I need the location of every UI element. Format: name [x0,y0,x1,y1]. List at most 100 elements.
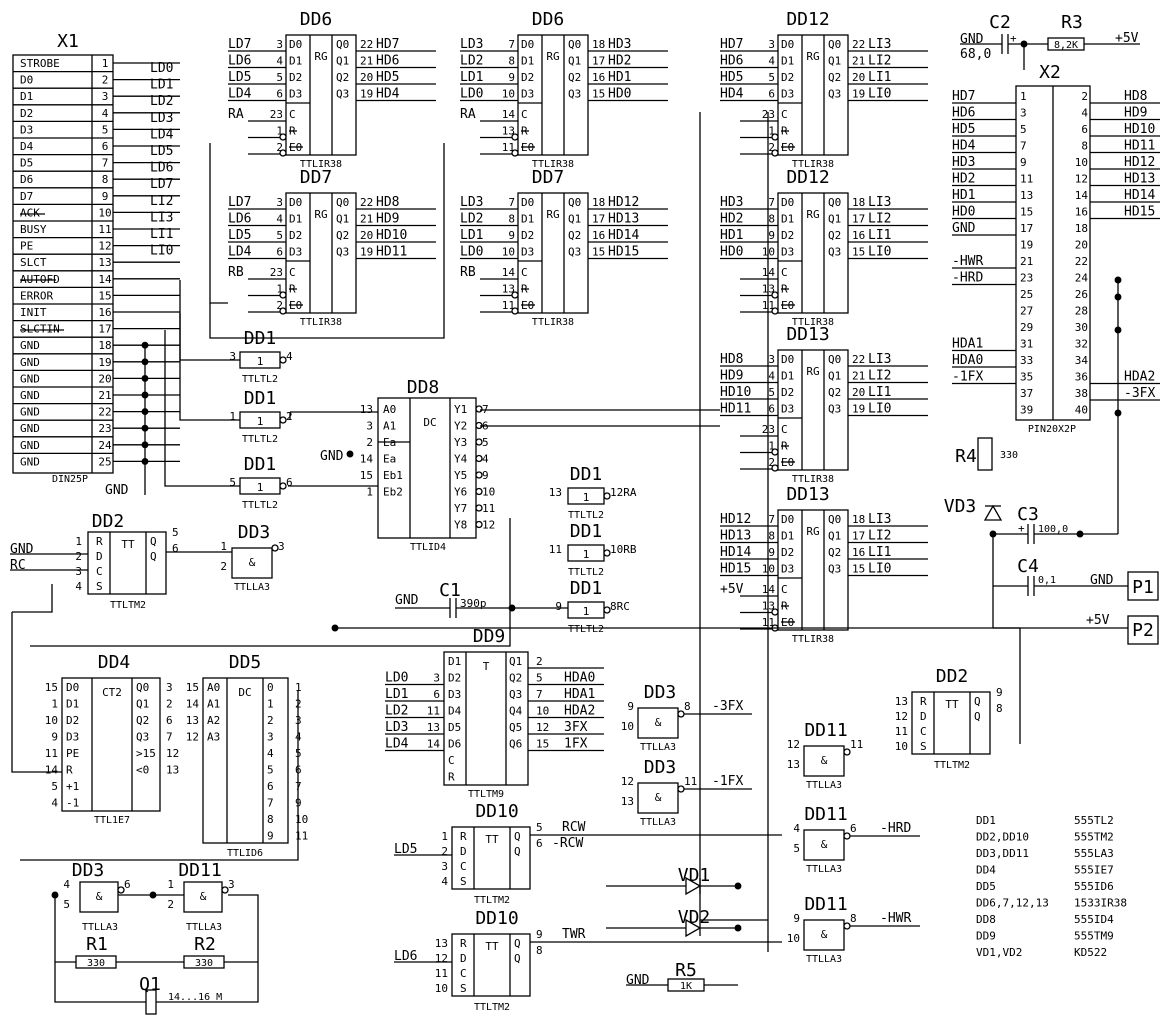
dd4-pin-name: <0 [136,764,149,777]
register-pin-number: 3 [276,38,283,51]
dd9-pin-number: 2 [536,655,543,668]
dd4-pin-number: 1 [51,698,58,711]
and-gate-title: DD11 [804,804,847,825]
register-input-net: HD1 [720,228,743,243]
register-pin-name: Q2 [828,386,841,399]
register-pin-name: Q0 [336,196,349,209]
dd4-pin-number: 15 [45,681,58,694]
dd8-in-name: Eb1 [383,469,403,482]
dd9-out-net: 1FX [564,737,588,752]
register-pin-name: Q2 [336,71,349,84]
inversion-bubble [279,149,287,157]
dd3-name: TTLLA3 [234,582,270,593]
register-type: RG [806,208,819,221]
dd5-pin-name: A1 [207,698,220,711]
dd4-pin-number: 4 [51,797,58,810]
inversion-bubble [843,832,851,840]
and-gate-name: TTLLA3 [640,817,676,828]
dd5-pin-name: 3 [267,731,274,744]
dd1-pin: 10RB [610,543,637,556]
x1-row-label: D4 [20,140,34,153]
register-pin-number: 4 [276,55,283,68]
junction-dot [734,882,742,890]
dd8-pin: 3 [366,420,373,433]
x1-footer: DIN25P [52,474,88,485]
dd4-pin-name: Q1 [136,698,149,711]
x1-pin-number: 12 [98,240,111,253]
inversion-bubble [475,487,483,496]
r5-title: R5 [675,960,697,981]
dd2-pin-number: 4 [75,580,82,593]
dd9-type: T [483,660,490,673]
dd8-name: TTLID4 [410,542,446,553]
x1-row-label: GND [20,406,40,419]
register-input-net: HD7 [720,37,743,52]
dd1-title: DD1 [244,454,277,475]
x2-left-pin: 11 [1020,173,1033,186]
dd10-pin-number: 4 [441,875,448,888]
register-pin-name: D1 [781,213,794,226]
x2-right-pin: 30 [1075,321,1088,334]
dd5-pin-name: 5 [267,764,274,777]
x2-left-pin: 9 [1020,156,1027,169]
and-gate-body [803,745,845,777]
dd2b-pin-number: 12 [895,710,908,723]
x2-left-pin: 15 [1020,206,1033,219]
parts-part: 555ID4 [1074,913,1114,926]
c3-plus: + [1018,522,1025,535]
register-ctl-net: RA [460,107,476,122]
x2-left-net: -HWR [952,254,983,269]
x1-net-label: LI0 [150,244,173,259]
inversion-bubble [511,291,519,299]
dd10-pin-number: 9 [536,928,543,941]
dd2b-pin-number: 9 [996,686,1003,699]
x2-right-pin: 36 [1075,371,1088,384]
slctin-wire [164,330,240,487]
register-pin-name: D0 [781,353,794,366]
x2-left-net: HD5 [952,122,975,137]
dd5-pin-name: 8 [267,813,274,826]
register-pin-number: 8 [508,55,515,68]
register-body [777,349,849,471]
dd8-in-name: A1 [383,420,396,433]
register-input-net: LD2 [460,212,483,227]
register-pin-name: Q3 [828,403,841,416]
dd2-type: TT [121,538,135,551]
p2-label: P2 [1132,620,1154,641]
inversion-bubble [117,886,125,894]
x1-pin-number: 13 [98,256,111,269]
register-input-net: LD5 [228,228,251,243]
parts-part: KD522 [1074,946,1107,959]
dd2b-pin-name: S [920,740,927,753]
register-pin-name: Q2 [828,546,841,559]
inversion-bubble [771,149,779,157]
inversion-bubble [771,464,779,472]
register-output-net: HD1 [608,70,631,85]
x1-row-label: GND [20,339,40,352]
dd5-pin-name: 7 [267,797,274,810]
x1-row-label: ACK [20,206,40,219]
register-pin-number: 17 [852,530,865,543]
register-pin-number: 21 [852,55,865,68]
dd9-pin-name: Q2 [509,672,522,685]
register-pin-number: 23 [270,266,283,279]
osc-dd3-title: DD3 [72,860,105,881]
register-input-net: LD2 [460,54,483,69]
dd9-pin-number: 13 [427,721,440,734]
register-output-net: LI3 [868,352,891,367]
x2-title: X2 [1039,62,1061,83]
dd9-pin-name: D2 [448,672,461,685]
register-title: DD7 [300,167,333,188]
and-gate-title: DD3 [644,682,677,703]
register-input-net: LD0 [460,245,483,260]
x2-right-pin: 38 [1075,387,1088,400]
register-pin-number: 6 [276,246,283,259]
r4-title: R4 [955,446,977,467]
x1-pin-number: 14 [98,273,112,286]
x1-row-label: AUTOFD [20,273,60,286]
parts-ref: DD1 [976,814,996,827]
register-pin-name: C [781,266,788,279]
parts-part: 1533IR38 [1074,897,1127,910]
and-gate-pin: 13 [621,795,634,808]
register-pin-number: 16 [852,546,865,559]
